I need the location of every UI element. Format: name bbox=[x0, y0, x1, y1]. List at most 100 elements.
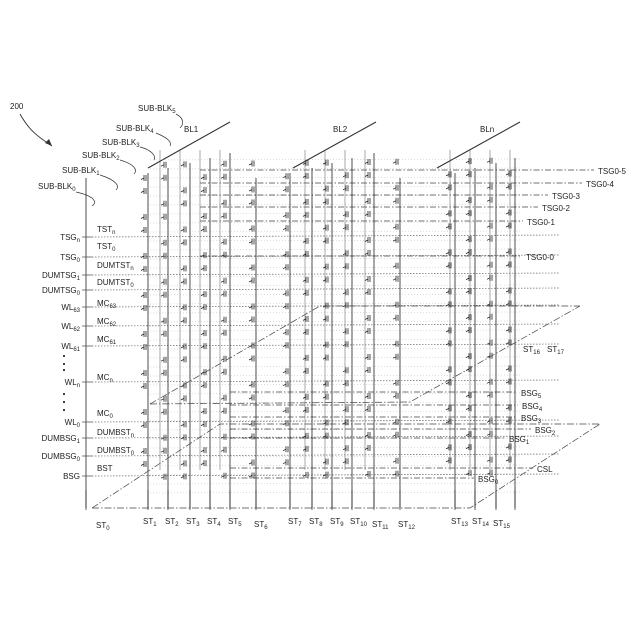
sub-blk-4-label: SUB-BLK4 bbox=[116, 124, 154, 135]
transistor bbox=[201, 408, 206, 414]
bsg-label-3: BSG2 bbox=[535, 426, 556, 437]
st-label-st15: ST15 bbox=[493, 519, 511, 530]
transistor bbox=[283, 329, 288, 335]
transistor bbox=[181, 317, 186, 323]
transistor bbox=[141, 292, 146, 298]
interior-line bbox=[150, 168, 520, 169]
transistor bbox=[141, 461, 146, 467]
transistor bbox=[466, 470, 471, 476]
transistor bbox=[221, 174, 226, 180]
transistor bbox=[487, 431, 492, 437]
inner-label-mcn: MCn bbox=[97, 373, 113, 384]
inner-label-mc63: MC63 bbox=[97, 299, 117, 310]
transistor bbox=[221, 369, 226, 375]
transistor bbox=[365, 250, 370, 256]
transistor bbox=[201, 226, 206, 232]
transistor bbox=[343, 263, 348, 269]
transistor bbox=[393, 237, 398, 243]
transistor bbox=[283, 459, 288, 465]
left-line-labels: TSGnTSG0DUMTSG1DUMTSG0WL63WL62WL61WLnWL0… bbox=[42, 233, 92, 481]
transistor bbox=[161, 370, 166, 376]
transistor bbox=[181, 343, 186, 349]
tsg-label-2: TSG0-3 bbox=[552, 192, 581, 201]
bsg-label-1: BSG4 bbox=[522, 402, 543, 413]
transistor bbox=[161, 474, 166, 480]
transistor bbox=[161, 357, 166, 363]
transistor bbox=[161, 253, 166, 259]
ellipsis-dot bbox=[63, 363, 65, 365]
transistor bbox=[181, 421, 186, 427]
left-label-dumtsg1: DUMTSG1 bbox=[42, 271, 81, 282]
transistor bbox=[283, 186, 288, 192]
transistor bbox=[365, 406, 370, 412]
transistor bbox=[323, 277, 328, 283]
transistor bbox=[343, 250, 348, 256]
transistor bbox=[393, 354, 398, 360]
interior-line bbox=[150, 276, 520, 277]
transistor bbox=[221, 291, 226, 297]
transistor bbox=[141, 305, 146, 311]
tsg-label-0: TSG0-5 bbox=[598, 167, 627, 176]
left-label-dumbsg0: DUMBSG0 bbox=[42, 452, 81, 463]
interior-line bbox=[150, 375, 520, 376]
string-labels: ST0ST1ST2ST3ST4ST5ST6ST7ST8ST9ST10ST11ST… bbox=[96, 517, 511, 532]
transistor bbox=[249, 187, 254, 193]
transistor bbox=[161, 201, 166, 207]
transistor bbox=[487, 314, 492, 320]
st-label-st13: ST13 bbox=[451, 517, 469, 528]
transistor bbox=[343, 328, 348, 334]
interior-line bbox=[150, 456, 520, 457]
transistor bbox=[393, 159, 398, 165]
transistor bbox=[487, 379, 492, 385]
transistor bbox=[221, 408, 226, 414]
st-label-st9: ST9 bbox=[330, 517, 344, 528]
st-label-st2: ST2 bbox=[165, 517, 179, 528]
transistor bbox=[201, 187, 206, 193]
transistor bbox=[221, 239, 226, 245]
left-label-tsg0: TSG0 bbox=[60, 253, 80, 264]
transistor bbox=[365, 289, 370, 295]
transistor bbox=[365, 393, 370, 399]
transistor bbox=[393, 315, 398, 321]
transistor bbox=[141, 188, 146, 194]
interior-line bbox=[150, 348, 520, 349]
transistor bbox=[343, 224, 348, 230]
left-label-wl63: WL63 bbox=[61, 303, 80, 314]
interior-line bbox=[150, 321, 520, 322]
transistor bbox=[487, 184, 492, 190]
transistor bbox=[365, 367, 370, 373]
transistor bbox=[487, 392, 492, 398]
transistor bbox=[303, 212, 308, 218]
st-label-st10: ST10 bbox=[350, 517, 368, 528]
inner-label-dumtstn: DUMTSTn bbox=[97, 261, 134, 272]
interior-line bbox=[150, 186, 520, 187]
transistor bbox=[161, 240, 166, 246]
transistor bbox=[365, 354, 370, 360]
transistor bbox=[323, 316, 328, 322]
left-label-wl62: WL62 bbox=[61, 322, 80, 333]
sub-blk-0-label: SUB-BLK0 bbox=[38, 182, 76, 193]
transistor bbox=[303, 173, 308, 179]
transistor bbox=[283, 381, 288, 387]
transistor bbox=[249, 278, 254, 284]
transistor bbox=[283, 212, 288, 218]
transistor bbox=[249, 473, 254, 479]
transistor bbox=[141, 331, 146, 337]
interior-line bbox=[150, 411, 520, 412]
transistor bbox=[141, 266, 146, 272]
transistor bbox=[393, 276, 398, 282]
sub-blk-1-label: SUB-BLK1 bbox=[62, 166, 100, 177]
transistor bbox=[201, 265, 206, 271]
inner-label-mc61: MC61 bbox=[97, 335, 117, 346]
interior-line bbox=[150, 231, 520, 232]
inner-label-tstn: TSTn bbox=[97, 225, 115, 236]
transistor bbox=[161, 162, 166, 168]
transistor bbox=[343, 458, 348, 464]
ellipsis-dot bbox=[63, 409, 65, 411]
left-label-dumtsg0: DUMTSG0 bbox=[42, 286, 81, 297]
transistor bbox=[181, 473, 186, 479]
interior-line bbox=[150, 213, 520, 214]
left-label-wl0: WL0 bbox=[65, 418, 81, 429]
transistor bbox=[161, 214, 166, 220]
transistor bbox=[343, 302, 348, 308]
